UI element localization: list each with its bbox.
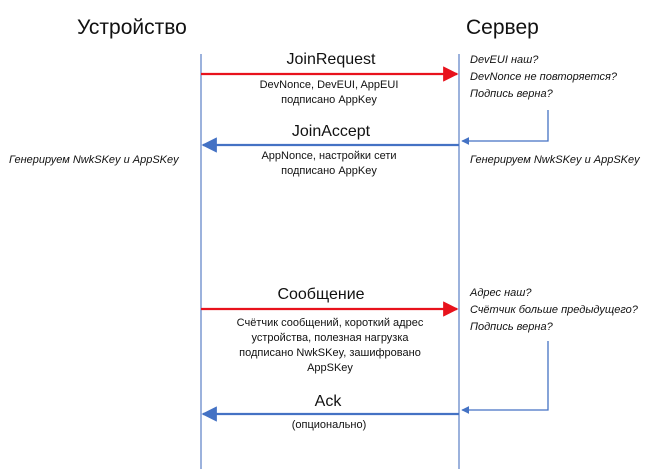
message-line-1: Счётчик сообщений, короткий адрес <box>236 317 424 329</box>
message-details: Счётчик сообщений, короткий адрес устрой… <box>214 316 446 376</box>
server-message-checks-note: Адрес наш? Счётчик больше предыдущего? П… <box>470 285 638 336</box>
server-generate-keys-note: Генерируем NwkSKey и AppSKey <box>470 154 640 166</box>
message-title: Сообщение <box>277 286 365 303</box>
message-check-2: Счётчик больше предыдущего? <box>470 304 638 316</box>
join-check-2: DevNonce не повторяется? <box>470 71 617 83</box>
join-accept-line-1: AppNonce, настройки сети <box>261 150 397 162</box>
message-line-3: подписано NwkSKey, зашифровано <box>239 347 421 359</box>
server-join-checks-note: DevEUI наш? DevNonce не повторяется? Под… <box>470 52 617 103</box>
join-checks-connector <box>461 110 549 145</box>
ack-title: Ack <box>314 393 342 410</box>
server-actor-label: Сервер <box>466 16 539 39</box>
join-accept-line-2: подписано AppKey <box>281 165 377 177</box>
device-actor-label: Устройство <box>77 16 187 39</box>
message-check-1: Адрес наш? <box>470 287 532 299</box>
join-check-3: Подпись верна? <box>470 88 553 100</box>
join-request-title: JoinRequest <box>286 51 376 68</box>
join-request-line-1: DevNonce, DevEUI, AppEUI <box>259 79 399 91</box>
join-accept-title: JoinAccept <box>291 123 371 140</box>
join-request-line-2: подписано AppKey <box>281 94 377 106</box>
device-generate-keys-note: Генерируем NwkSKey и AppSKey <box>9 154 179 166</box>
message-line-2: устройства, полезная нагрузка <box>251 332 409 344</box>
message-check-3: Подпись верна? <box>470 321 553 333</box>
message-checks-connector <box>461 341 549 414</box>
join-request-details: DevNonce, DevEUI, AppEUI подписано AppKe… <box>201 78 457 108</box>
ack-details: (опционально) <box>201 418 457 433</box>
ack-line-1: (опционально) <box>291 419 367 431</box>
join-check-1: DevEUI наш? <box>470 54 539 66</box>
join-accept-details: AppNonce, настройки сети подписано AppKe… <box>201 149 457 179</box>
message-line-4: AppSKey <box>307 362 353 374</box>
